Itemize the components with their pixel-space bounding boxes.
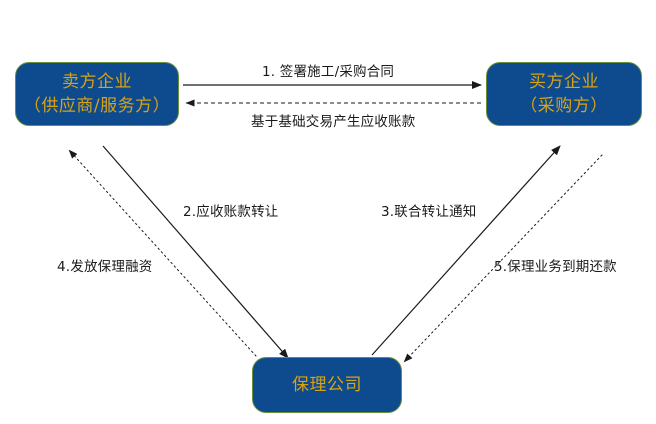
edge-label-transfer: 2.应收账款转让 (183, 204, 279, 220)
edge-notice-line (371, 145, 561, 356)
node-buyer-line1: 买方企业 (529, 71, 599, 92)
node-factoring-company-line1: 保理公司 (292, 374, 362, 395)
edge-label-repayment: 5.保理业务到期还款 (494, 259, 617, 275)
edge-label-notice: 3.联合转让通知 (381, 204, 477, 220)
edge-repayment-line (403, 154, 603, 363)
node-seller[interactable]: 卖方企业 （供应商/服务方） (15, 62, 179, 126)
node-buyer[interactable]: 买方企业 （采购方） (486, 62, 642, 126)
node-seller-line1: 卖方企业 (62, 71, 132, 92)
edge-transfer-line (102, 145, 289, 359)
edge-label-financing: 4.发放保理融资 (57, 259, 153, 275)
node-seller-line2: （供应商/服务方） (23, 96, 171, 116)
edge-financing-line (68, 149, 257, 357)
node-buyer-line2: （采购方） (520, 96, 608, 116)
edge-label-contract: 1. 签署施工/采购合同 (262, 64, 395, 80)
edge-label-receivable: 基于基础交易产生应收账款 (251, 114, 416, 130)
node-factoring-company[interactable]: 保理公司 (252, 357, 402, 413)
